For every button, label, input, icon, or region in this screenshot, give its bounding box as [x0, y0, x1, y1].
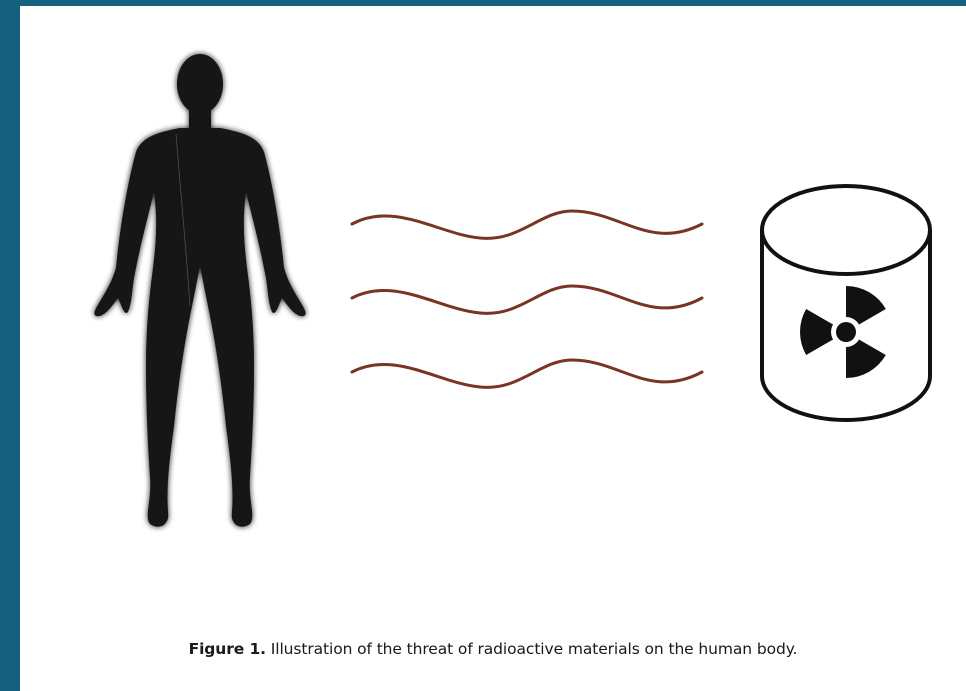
- caption-text: Illustration of the threat of radioactiv…: [266, 640, 797, 658]
- figure-page: Figure 1. Illustration of the threat of …: [20, 6, 966, 691]
- figure-illustration: [20, 6, 966, 606]
- human-silhouette-icon: [94, 54, 305, 527]
- figure-caption: Figure 1. Illustration of the threat of …: [20, 640, 966, 658]
- radioactive-barrel-icon: [762, 186, 930, 420]
- caption-label: Figure 1.: [189, 640, 266, 658]
- radiation-wave-icon: [352, 211, 702, 387]
